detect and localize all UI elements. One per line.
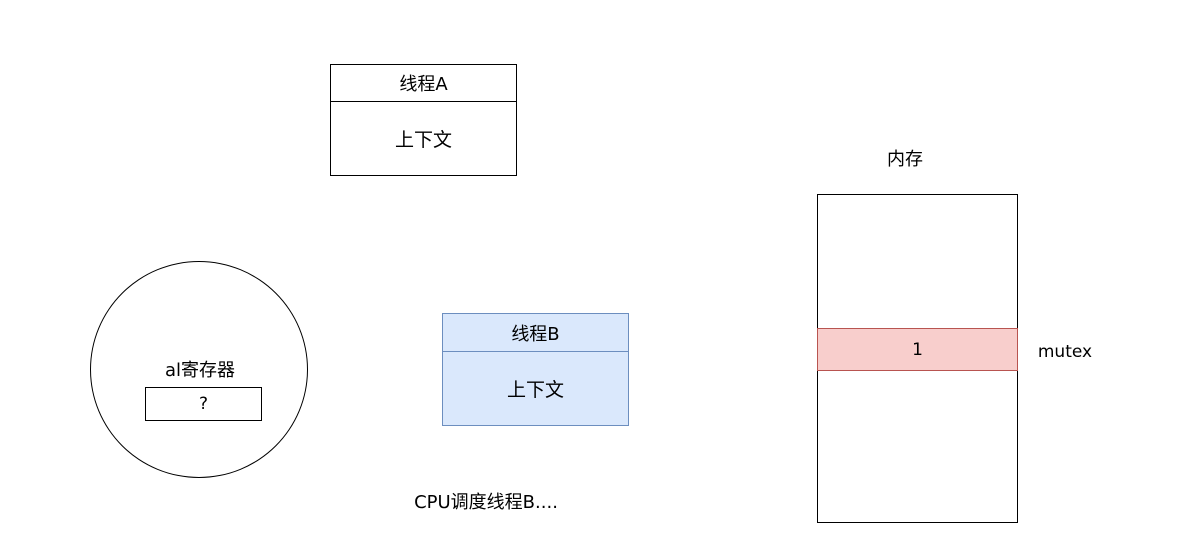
cpu-circle [90,261,308,478]
thread-a-context: 上下文 [394,129,452,151]
thread-b-title: 线程B [443,314,628,352]
thread-b-box: 线程B 上下文 [442,313,629,426]
thread-a-title: 线程A [331,65,516,102]
thread-a-box: 线程A 上下文 [330,64,517,176]
schedule-caption: CPU调度线程B.... [414,492,558,513]
thread-b-context: 上下文 [506,379,564,401]
mutex-label: mutex [1037,342,1093,362]
memory-label: 内存 [887,149,923,170]
register-value-box: ? [145,387,262,421]
register-label: al寄存器 [164,360,236,381]
mutex-cell: 1 [817,328,1018,371]
